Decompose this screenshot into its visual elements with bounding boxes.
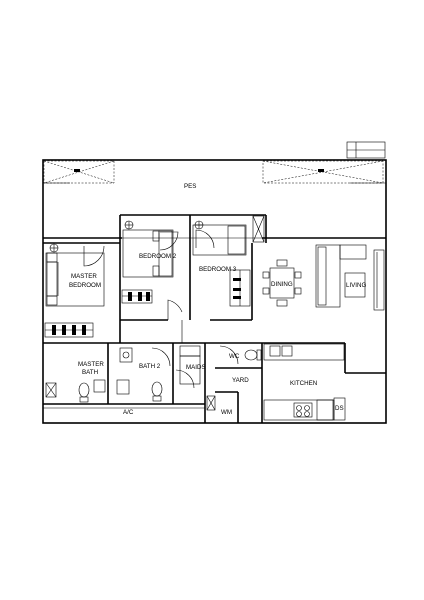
kitchen-fixtures xyxy=(263,343,346,421)
label-wm: WM xyxy=(221,409,232,416)
label-ds: DS xyxy=(335,405,344,412)
label-master-bath-line2: BATH xyxy=(82,369,98,376)
bedroom3-furniture xyxy=(192,215,265,307)
label-dining: DINING xyxy=(271,281,293,288)
label-master-bath-line1: MASTER xyxy=(78,361,104,368)
maids-fixtures xyxy=(175,345,216,411)
label-pes: PES xyxy=(184,183,196,190)
bath2-fixtures xyxy=(116,347,171,402)
label-ac: A/C xyxy=(123,409,134,416)
label-kitchen: KITCHEN xyxy=(290,380,317,387)
service-walls xyxy=(43,342,386,423)
label-master-line1: MASTER xyxy=(71,273,97,280)
bedroom2-furniture xyxy=(121,220,183,320)
label-wc: WC xyxy=(229,353,240,360)
label-bedroom3: BEDROOM 3 xyxy=(199,266,237,273)
label-yard: YARD xyxy=(232,377,249,384)
bedroom-walls xyxy=(43,214,267,344)
pes-planters xyxy=(43,160,384,184)
dining-table xyxy=(262,259,302,307)
master-bath-fixtures xyxy=(45,379,106,403)
label-living: LIVING xyxy=(346,282,366,289)
label-master-line2: BEDROOM xyxy=(69,282,101,289)
wc-fixtures xyxy=(219,345,262,365)
living-sofa xyxy=(315,244,385,311)
label-bath2: BATH 2 xyxy=(139,363,161,370)
master-bedroom-furniture xyxy=(44,243,105,338)
room-labels: PES BEDROOM 2 BEDROOM 3 MASTER BEDROOM D… xyxy=(69,183,366,416)
label-bedroom2: BEDROOM 2 xyxy=(139,253,177,260)
label-maids: MAIDS xyxy=(186,364,206,371)
